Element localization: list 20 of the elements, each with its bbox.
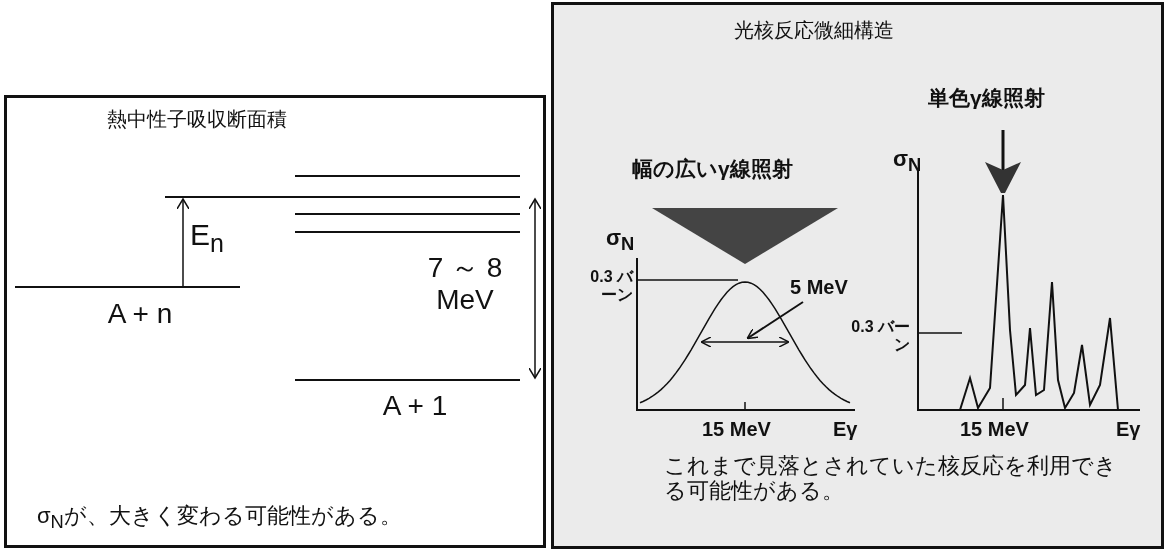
chart-title: 単色γ線照射	[928, 86, 1046, 111]
width-label: 5 MeV	[790, 276, 849, 299]
tick-label: 0.3 バーン	[850, 318, 910, 355]
axis-label: σ$_{N}$	[606, 225, 636, 255]
panel-box	[4, 95, 546, 548]
tick-label: 0.3 バーン	[589, 268, 633, 305]
level-label: A + n	[106, 298, 174, 331]
axis-label: Eγ	[1116, 418, 1142, 441]
energy-label: E$_{n}$	[190, 218, 225, 258]
panel-box	[551, 2, 1164, 549]
axis-label: Eγ	[833, 418, 859, 441]
tick-label: 15 MeV	[960, 418, 1030, 441]
level-label: A + 1	[381, 390, 449, 423]
panel-note: これまで見落とされていた核反応を利用できる可能性がある。	[664, 453, 1118, 504]
chart-title: 幅の広いγ線照射	[632, 157, 794, 182]
tick-label: 15 MeV	[702, 418, 772, 441]
panel-heading: 光核反応微細構造	[734, 19, 895, 42]
panel-heading: 熱中性子吸収断面積	[107, 108, 288, 131]
panel-note: σ$_{N}$が、大きく変わる可能性がある。	[37, 503, 403, 533]
energy-label: 7 ～ 8 MeV	[426, 252, 504, 317]
